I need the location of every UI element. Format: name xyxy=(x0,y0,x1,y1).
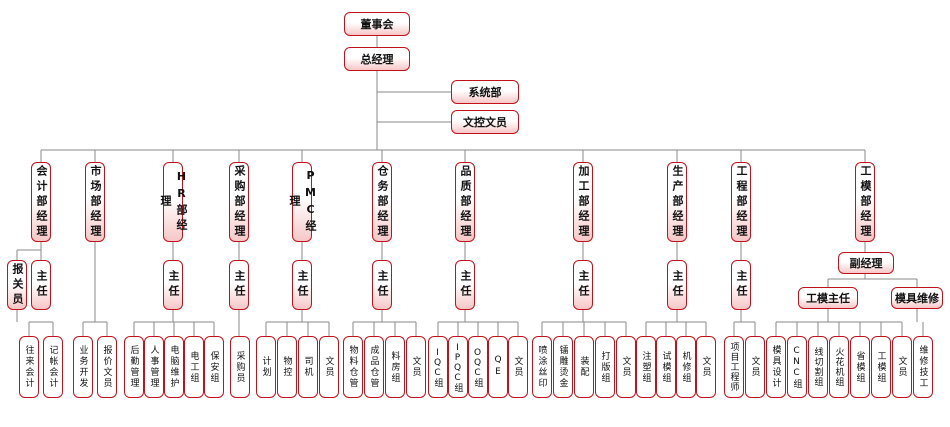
team-pmc-clerk: 文员 xyxy=(319,336,339,398)
team-wire-cutting: 线切割组 xyxy=(808,336,828,398)
tooling-supervisor-node: 工模主任 xyxy=(798,287,858,309)
team-mold-design: 模具设计 xyxy=(766,336,786,398)
quality-manager-node: 品质部经理 xyxy=(455,162,475,242)
team-project-engineer: 项目工程师 xyxy=(724,336,744,398)
tooling-manager-node: 工模部经理 xyxy=(855,162,875,242)
team-assembly: 装配 xyxy=(574,336,594,398)
team-ipqc: IPQC组 xyxy=(448,336,468,398)
team-material-warehouse: 物料仓管 xyxy=(343,336,363,398)
team-production-clerk: 文员 xyxy=(696,336,716,398)
tooling-deputy-node: 副经理 xyxy=(838,252,894,274)
pmc-manager-node: PMC经理 xyxy=(288,162,317,242)
team-repair-technician: 维修技工 xyxy=(913,336,933,398)
warehouse-manager-node: 仓务部经理 xyxy=(372,162,392,242)
team-qe: QE xyxy=(488,336,508,398)
team-it-maintenance: 电脑维护 xyxy=(164,336,184,398)
processing-manager-node: 加工部经理 xyxy=(573,162,593,242)
warehouse-supervisor-node: 主任 xyxy=(372,260,392,310)
team-warehouse-clerk: 文员 xyxy=(406,336,426,398)
team-mold-trial: 试模组 xyxy=(656,336,676,398)
team-finished-goods-warehouse: 成品仓管 xyxy=(364,336,384,398)
team-material-room: 料房组 xyxy=(385,336,405,398)
team-personnel: 人事管理 xyxy=(144,336,164,398)
marketing-manager-node: 市场部经理 xyxy=(85,162,105,242)
purchasing-supervisor-node: 主任 xyxy=(229,260,249,310)
processing-supervisor-node: 主任 xyxy=(573,260,593,310)
team-iqc: IQC组 xyxy=(428,336,448,398)
quality-supervisor-node: 主任 xyxy=(455,260,475,310)
team-business-development: 业务开发 xyxy=(73,336,93,398)
team-oqc: OQC组 xyxy=(468,336,488,398)
production-supervisor-node: 主任 xyxy=(667,260,687,310)
team-logistics: 后勤管理 xyxy=(124,336,144,398)
team-toolroom: 工模组 xyxy=(871,336,891,398)
team-quality-clerk: 文员 xyxy=(508,336,528,398)
production-manager-node: 生产部经理 xyxy=(667,162,687,242)
document-clerk-node: 文控文员 xyxy=(451,110,519,134)
team-edm: 火花机组 xyxy=(829,336,849,398)
team-tooling-clerk: 文员 xyxy=(892,336,912,398)
team-security: 保安组 xyxy=(204,336,224,398)
accounting-supervisor-node: 主任 xyxy=(31,260,51,310)
team-electrician: 电工组 xyxy=(184,336,204,398)
board-node: 董事会 xyxy=(344,12,410,36)
team-driver: 司机 xyxy=(298,336,318,398)
team-mold-polishing: 省模组 xyxy=(850,336,870,398)
hr-supervisor-node: 主任 xyxy=(163,260,183,310)
engineering-manager-node: 工程部经理 xyxy=(731,162,751,242)
team-processing-clerk: 文员 xyxy=(616,336,636,398)
team-machine-repair: 机修组 xyxy=(676,336,696,398)
team-cnc: CNC组 xyxy=(787,336,807,398)
purchasing-manager-node: 采购部经理 xyxy=(229,162,249,242)
hr-manager-node: HR部经理 xyxy=(159,162,188,242)
accounting-manager-node: 会计部经理 xyxy=(31,162,51,242)
team-buyer: 采购员 xyxy=(230,336,250,398)
customs-clerk-node: 报关员 xyxy=(7,260,27,310)
team-material-control: 物控 xyxy=(277,336,297,398)
team-sampling: 打版组 xyxy=(595,336,615,398)
system-dept-node: 系统部 xyxy=(451,80,519,104)
team-spray-printing: 喷涂丝印 xyxy=(532,336,552,398)
team-laser-stamping: 镭雕烫金 xyxy=(553,336,573,398)
team-engineering-clerk: 文员 xyxy=(745,336,765,398)
general-manager-node: 总经理 xyxy=(344,47,410,71)
team-planning: 计划 xyxy=(256,336,276,398)
pmc-supervisor-node: 主任 xyxy=(292,260,312,310)
mold-repair-node: 模具维修 xyxy=(891,287,943,309)
team-quotation-clerk: 报价文员 xyxy=(97,336,117,398)
engineering-supervisor-node: 主任 xyxy=(731,260,751,310)
team-injection-molding: 注塑组 xyxy=(636,336,656,398)
team-current-accounts: 往来会计 xyxy=(19,336,39,398)
team-bookkeeping: 记帐会计 xyxy=(43,336,63,398)
